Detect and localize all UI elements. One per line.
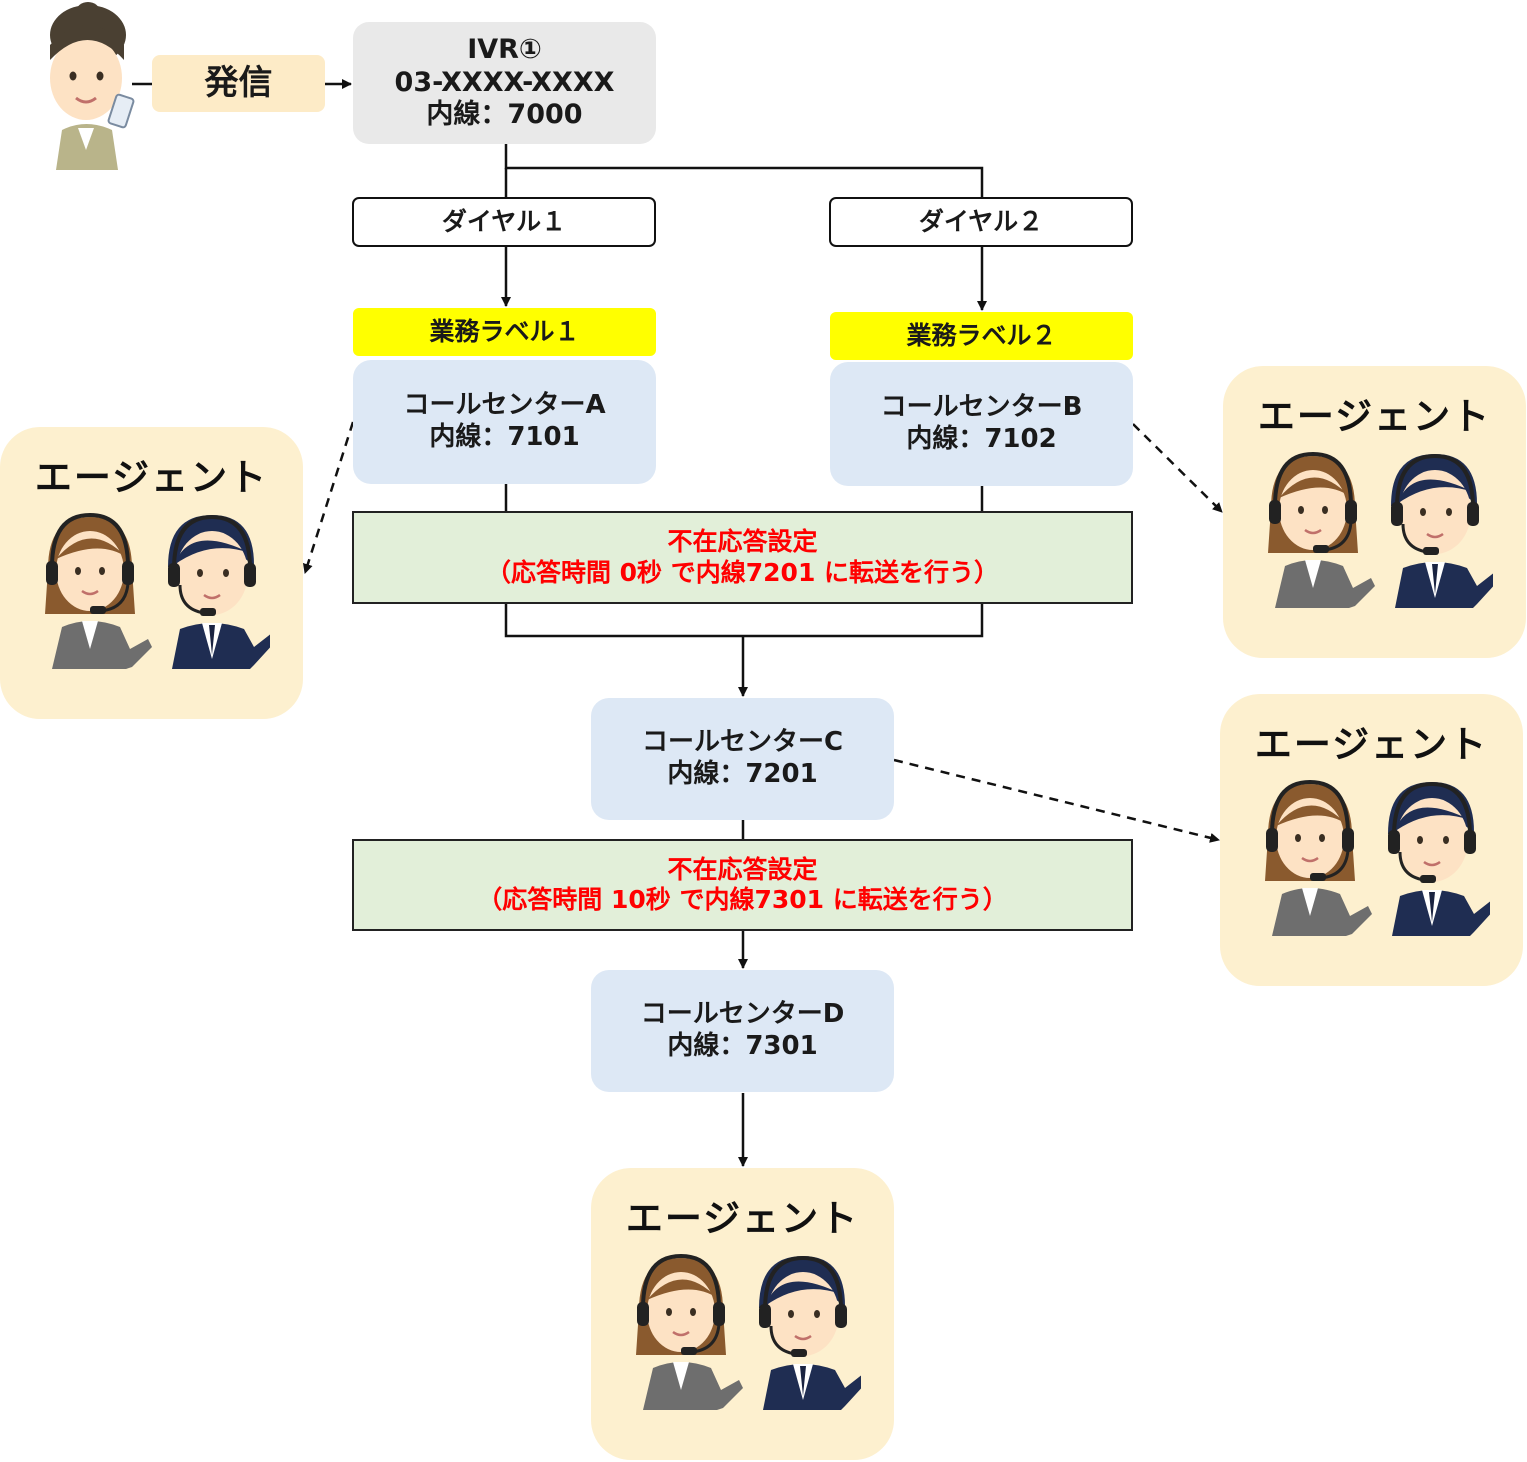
agents-illustration-c <box>1260 776 1496 940</box>
ivr-phone-number: 03-XXXX-XXXX <box>394 66 615 98</box>
business-label-1: 業務ラベル１ <box>353 308 656 356</box>
business-label-2: 業務ラベル２ <box>830 312 1133 360</box>
ccA-agent-dashed-arrow <box>302 421 355 574</box>
call-center-c-name: コールセンターC <box>641 727 844 758</box>
absence-setting-2-title: 不在応答設定 <box>667 854 818 884</box>
agents-illustration-d <box>631 1250 867 1414</box>
headset-agents-icon <box>1265 779 1496 936</box>
call-center-d-name: コールセンターD <box>640 999 845 1030</box>
ivr-extension: 内線：7000 <box>426 99 583 131</box>
call-center-b-node: コールセンターB 内線：7102 <box>830 362 1133 486</box>
agents-illustration-a <box>40 509 276 673</box>
agent-group-b-title: エージェント <box>1257 395 1492 438</box>
call-center-d-extension: 内線：7301 <box>667 1031 818 1061</box>
agent-group-d-title: エージェント <box>625 1197 860 1240</box>
absence-setting-2-detail: （応答時間 10秒 で内線7301 に転送を行う） <box>477 885 1008 914</box>
ivr-node: IVR① 03-XXXX-XXXX 内線：7000 <box>353 22 656 144</box>
absence-setting-1-detail: （応答時間 0秒 で内線7201 に転送を行う） <box>485 557 1000 587</box>
business-label-1-text: 業務ラベル１ <box>429 316 580 346</box>
call-center-a-name: コールセンターA <box>403 390 606 421</box>
agent-group-a: エージェント <box>0 427 303 719</box>
agent-group-c: エージェント <box>1220 694 1523 986</box>
call-center-c-extension: 内線：7201 <box>667 759 818 789</box>
agent-group-d: エージェント <box>591 1168 894 1460</box>
ccB-agent-dashed-arrow <box>1132 423 1223 513</box>
dial-1-node: ダイヤル１ <box>352 197 656 247</box>
ivr-name: IVR① <box>467 33 542 65</box>
dial-2-node: ダイヤル２ <box>829 197 1133 247</box>
absence-setting-2: 不在応答設定 （応答時間 10秒 で内線7301 に転送を行う） <box>352 839 1133 931</box>
business-label-2-text: 業務ラベル２ <box>906 320 1057 350</box>
send-call-label: 発信 <box>152 55 325 112</box>
caller-person-icon <box>50 2 135 170</box>
agents-illustration-b <box>1263 448 1499 612</box>
call-center-b-extension: 内線：7102 <box>906 424 1057 454</box>
call-center-d-node: コールセンターD 内線：7301 <box>591 970 894 1092</box>
dial-2-label: ダイヤル２ <box>918 206 1044 236</box>
send-label-text: 発信 <box>204 62 273 103</box>
absence1-merge-line <box>504 604 984 638</box>
ccC-agent-dashed-arrow <box>893 758 1220 843</box>
call-center-a-node: コールセンターA 内線：7101 <box>353 360 656 484</box>
call-center-a-extension: 内線：7101 <box>429 422 580 452</box>
headset-agents-icon <box>636 1253 867 1410</box>
dial-1-label: ダイヤル１ <box>441 206 567 236</box>
agent-group-a-title: エージェント <box>34 456 269 499</box>
absence-setting-1: 不在応答設定 （応答時間 0秒 で内線7201 に転送を行う） <box>352 511 1133 604</box>
agent-group-b: エージェント <box>1223 366 1526 658</box>
ivr-branch-line <box>504 144 984 197</box>
headset-agents-icon <box>45 512 276 669</box>
agent-group-c-title: エージェント <box>1254 723 1489 766</box>
headset-agents-icon <box>1268 451 1499 608</box>
absence-setting-1-title: 不在応答設定 <box>667 527 818 556</box>
call-center-c-node: コールセンターC 内線：7201 <box>591 698 894 820</box>
call-center-b-name: コールセンターB <box>880 392 1083 423</box>
